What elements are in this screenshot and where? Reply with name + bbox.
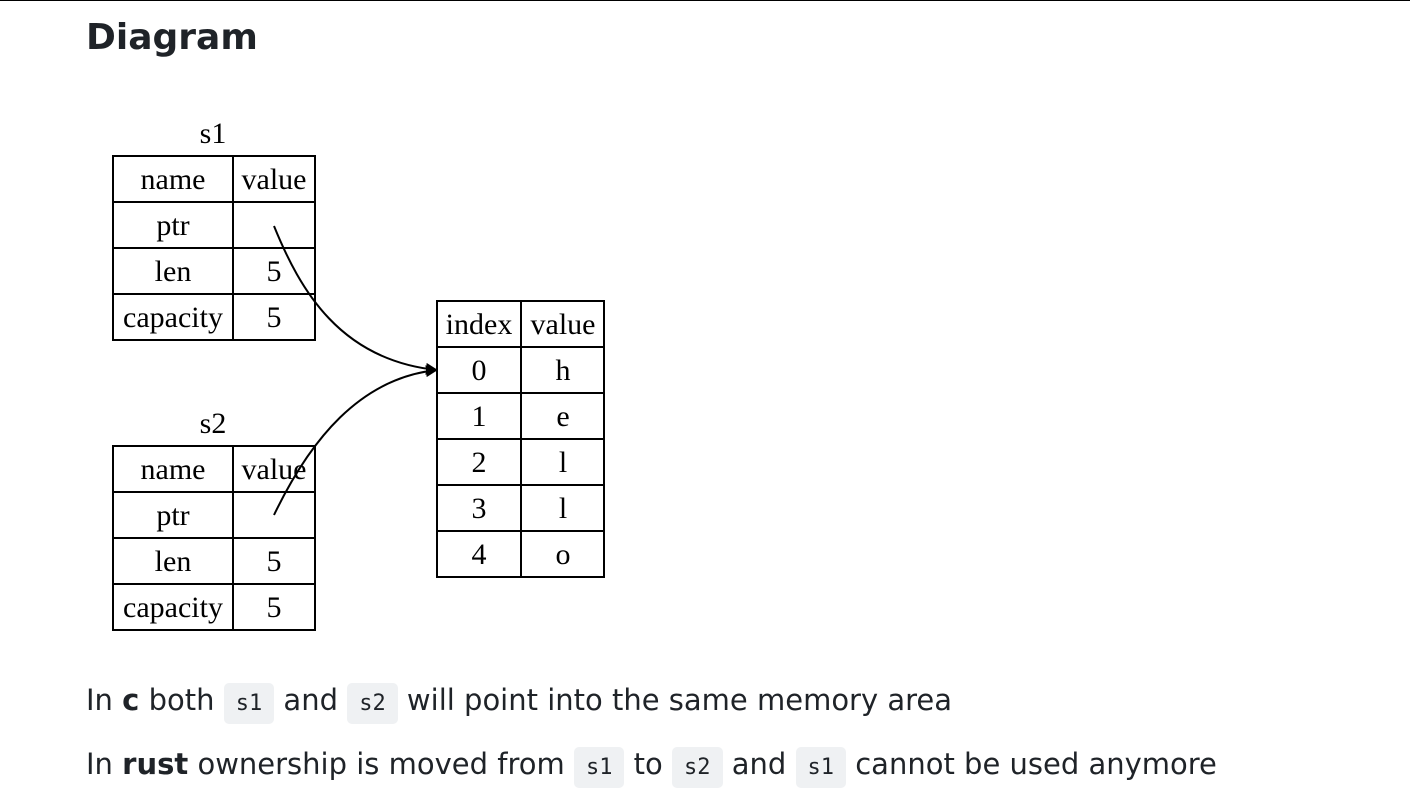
s2-len-value: 5 (267, 545, 282, 578)
heap-index-1: 1 (472, 400, 487, 433)
memory-diagram: s1 name value ptr len 5 capacity 5 s2 na… (112, 117, 605, 631)
s1-title: s1 (200, 117, 227, 150)
text-fragment: and (274, 683, 348, 717)
s1-capacity-value: 5 (267, 301, 282, 334)
c-explanation: In c both s1 and s2 will point into the … (86, 678, 952, 726)
s1-len-name: len (155, 255, 192, 288)
inline-code: s1 (223, 683, 275, 724)
text-fragment: ownership is moved from (188, 747, 574, 781)
s1-ptr-name: ptr (156, 209, 189, 242)
text-fragment: In (86, 747, 123, 781)
s2-title: s2 (200, 407, 227, 440)
s2-struct: s2 name value ptr len 5 capacity 5 (112, 407, 316, 631)
inline-code: s2 (347, 683, 398, 724)
heap-index-2: 2 (472, 446, 487, 479)
s2-ptr-arrow (273, 365, 438, 516)
s1-header-value: value (242, 163, 307, 196)
s1-header-name: name (141, 163, 206, 196)
s2-len-name: len (155, 545, 192, 578)
s1-capacity-name: capacity (123, 301, 223, 334)
heap-header-value: value (531, 308, 596, 341)
s2-capacity-name: capacity (123, 591, 223, 624)
text-fragment: cannot be used anymore (846, 747, 1217, 781)
heap-header-index: index (446, 308, 513, 341)
inline-code: s2 (672, 747, 723, 788)
heap-value-1: e (556, 400, 569, 433)
heap-value-2: l (559, 446, 567, 479)
inline-code: s1 (573, 747, 625, 788)
s2-header-value: value (242, 453, 307, 486)
text-fragment: will point into the same memory area (397, 683, 953, 717)
top-border (0, 0, 1410, 1)
heap-index-0: 0 (472, 354, 487, 387)
text-fragment: both (139, 683, 224, 717)
language-name: c (122, 683, 140, 717)
language-name: rust (122, 747, 189, 781)
s2-header-name: name (141, 453, 206, 486)
heap-index-4: 4 (472, 538, 487, 571)
rust-explanation: In rust ownership is moved from s1 to s2… (86, 742, 1217, 790)
text-fragment: In (86, 683, 123, 717)
text-fragment: to (624, 747, 673, 781)
section-heading: Diagram (86, 17, 258, 58)
s2-ptr-name: ptr (156, 499, 189, 532)
s2-capacity-value: 5 (267, 591, 282, 624)
heap-value-0: h (556, 354, 571, 387)
inline-code: s1 (795, 747, 847, 788)
text-fragment: and (722, 747, 796, 781)
s1-ptr-arrow (273, 225, 438, 375)
heap-table: index value 0 h 1 e 2 l 3 l 4 o (436, 300, 605, 578)
s1-len-value: 5 (267, 255, 282, 288)
heap-value-3: l (559, 492, 567, 525)
s1-struct: s1 name value ptr len 5 capacity 5 (112, 117, 316, 341)
heap-index-3: 3 (472, 492, 487, 525)
heap-value-4: o (556, 538, 571, 571)
